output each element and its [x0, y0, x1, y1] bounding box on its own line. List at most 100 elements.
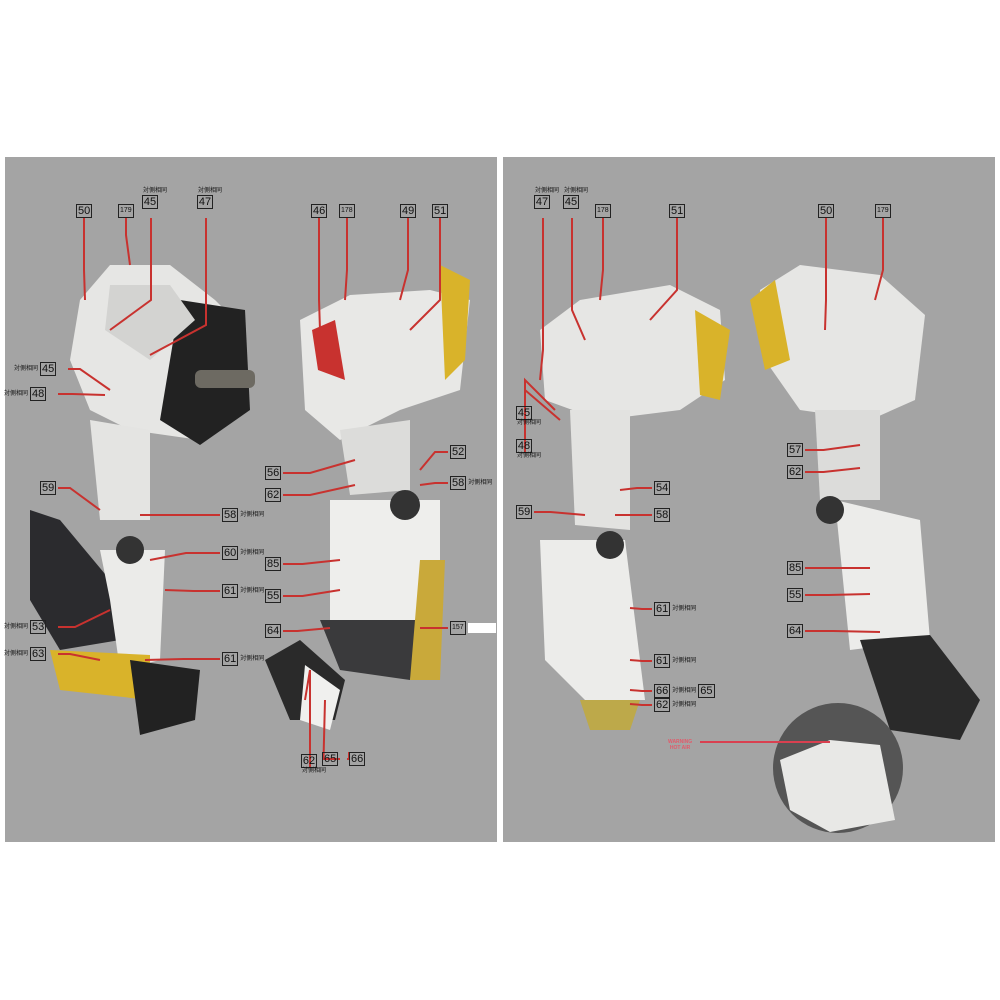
callout-51: 51 — [432, 204, 449, 218]
part-number: 45 — [515, 406, 533, 420]
leader-line — [805, 593, 871, 596]
decal-swatch — [467, 623, 496, 633]
mirror-side-note: 対側相同 — [4, 623, 29, 630]
leader-line — [629, 659, 652, 662]
part-number: 59 — [516, 505, 533, 519]
leader-line — [283, 484, 356, 496]
part-number: 62 — [265, 488, 282, 502]
part-number: 66 — [349, 752, 366, 766]
part-number: 58 — [654, 508, 671, 522]
leader-line — [125, 218, 131, 266]
part-number: 85 — [265, 557, 282, 571]
leader-line — [399, 218, 409, 301]
part-number: 50 — [818, 204, 835, 218]
callout-50: 50 — [76, 204, 93, 218]
leader-line — [322, 699, 340, 760]
part-number: 62 — [300, 754, 318, 768]
leader-line — [539, 218, 544, 381]
part-number: 45 — [141, 195, 159, 209]
mirror-side-note: 対側相同 — [4, 390, 29, 397]
mirror-side-note: 対側相同 — [535, 188, 560, 194]
leader-line — [571, 218, 586, 341]
mirror-side-note: 対側相同 — [517, 453, 542, 459]
leader-line — [419, 451, 448, 471]
callout-55: 55 — [787, 588, 804, 602]
callout-57: 57 — [787, 443, 804, 457]
hot-air-text: HOT AIR — [669, 745, 691, 751]
mirror-side-note: 対側相同 — [198, 188, 223, 194]
leader-line — [534, 511, 586, 516]
callout-62: 62 — [787, 465, 804, 479]
part-number: 65 — [322, 752, 339, 766]
leader-line — [805, 444, 861, 451]
part-number: 58 — [450, 476, 467, 490]
callout-50: 50 — [818, 204, 835, 218]
callout-178: 178 — [339, 204, 355, 218]
leader-line — [805, 467, 861, 473]
callout-59: 59 — [516, 505, 533, 519]
leader-line — [109, 218, 152, 331]
part-number: 63 — [30, 647, 47, 661]
leader-line — [58, 609, 111, 628]
part-number: 157 — [450, 621, 466, 635]
leader-line — [283, 589, 341, 597]
part-number: 57 — [787, 443, 804, 457]
arm-front-view — [750, 265, 980, 740]
leader-line — [419, 482, 448, 486]
part-number: 52 — [450, 445, 467, 459]
mirror-side-note: 対側相同 — [302, 768, 327, 774]
callout-65: 65 — [322, 752, 339, 766]
mirror-side-note: 対側相同 — [4, 650, 29, 657]
callout-64: 64 — [265, 624, 282, 638]
part-number: 47 — [196, 195, 214, 209]
leader-line — [283, 627, 331, 632]
callout-64: 64 — [787, 624, 804, 638]
leader-line — [824, 218, 827, 331]
mirror-side-note: 対側相同 — [672, 701, 697, 708]
callout-59: 59 — [40, 481, 57, 495]
part-number: 53 — [30, 620, 47, 634]
leader-line — [283, 459, 356, 474]
leader-line — [144, 658, 220, 661]
leader-line — [58, 393, 106, 396]
callout-46: 46 — [311, 204, 328, 218]
warning-decal-label: WARNING HOT AIR — [668, 739, 692, 751]
arm-inner-view — [265, 265, 470, 730]
callout-85: 85 — [787, 561, 804, 575]
part-number: 178 — [339, 204, 355, 218]
mirror-side-note: 対側相同 — [517, 420, 542, 426]
callout-55: 55 — [265, 589, 282, 603]
leader-line — [68, 368, 111, 391]
part-number: 58 — [222, 508, 239, 522]
callout-178: 178 — [595, 204, 611, 218]
callout-157: 157 — [450, 621, 496, 635]
leader-line — [619, 487, 652, 491]
leader-line — [149, 552, 220, 561]
leader-line — [344, 218, 348, 301]
mirror-side-note: 対側相同 — [468, 479, 493, 486]
leader-line — [149, 218, 207, 356]
mirror-side-note: 対側相同 — [564, 188, 589, 194]
part-number: 178 — [595, 204, 611, 218]
arm-outer-view — [30, 265, 255, 735]
leader-line — [874, 218, 884, 301]
callout-58: 58 — [654, 508, 671, 522]
mirror-side-note: 対側相同 — [672, 687, 697, 694]
leader-line — [599, 218, 604, 301]
part-number: 62 — [787, 465, 804, 479]
part-number: 55 — [265, 589, 282, 603]
leader-line — [629, 689, 652, 692]
mirror-side-note: 対側相同 — [672, 605, 697, 612]
